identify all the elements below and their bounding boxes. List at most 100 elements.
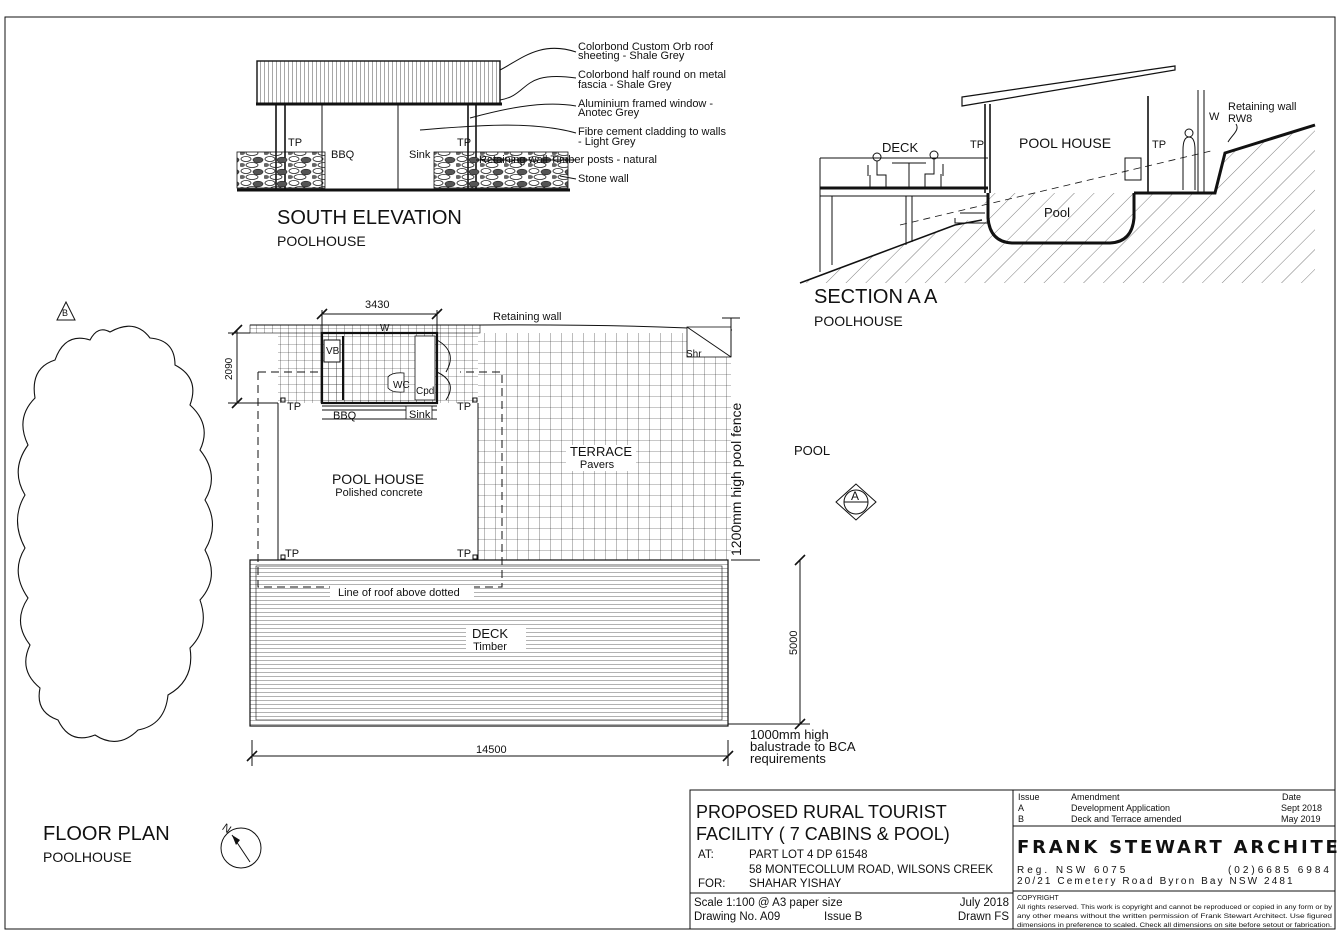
plan-wc-label: WC <box>393 380 410 391</box>
balustrade-line-3: requirements <box>750 751 826 766</box>
plan-tp-3: TP <box>285 548 299 560</box>
elev-sink-label: Sink <box>409 149 431 161</box>
plan-cpd-label: Cpd <box>416 386 434 397</box>
amend-a-text: Development Application <box>1071 803 1170 813</box>
note-1-line-2: sheeting - Shale Grey <box>578 50 685 62</box>
section-subtitle: POOLHOUSE <box>814 313 903 329</box>
note-4-line-1: Fibre cement cladding to walls <box>578 126 726 138</box>
amend-header-date: Date <box>1282 792 1301 802</box>
plan-tp-1: TP <box>287 401 301 413</box>
note-3-line-1: Aluminium framed window - <box>578 98 713 110</box>
plan-roof-line-note: Line of roof above dotted <box>338 587 460 599</box>
plan-retaining-wall: Retaining wall <box>493 311 561 323</box>
sheet-border <box>4 16 1336 930</box>
note-4-line-2: - Light Grey <box>578 136 636 148</box>
marker-a-label: A <box>851 489 859 503</box>
plan-pool-label: POOL <box>794 443 830 458</box>
plan-tp-4: TP <box>457 548 471 560</box>
elev-bbq-label: BBQ <box>331 149 355 161</box>
note-6: Stone wall <box>578 173 629 185</box>
south-elevation: TP BBQ Sink TP Colorbond Custom Orb roof… <box>236 41 726 249</box>
stone-wall-left <box>236 151 326 189</box>
dim-top: 3430 <box>365 299 389 311</box>
title-block: PROPOSED RURAL TOURIST FACILITY ( 7 CABI… <box>689 789 1340 930</box>
section-rw-label: RW8 <box>1228 113 1252 125</box>
amend-b-date: May 2019 <box>1281 814 1321 824</box>
dim-right: 5000 <box>788 631 800 655</box>
copyright-line-1: All rights reserved. This work is copyri… <box>1017 904 1333 911</box>
floor-plan-title: FLOOR PLAN <box>43 823 170 845</box>
plan-w-label: W <box>380 323 390 334</box>
project-line-2: FACILITY ( 7 CABINS & POOL) <box>696 824 950 844</box>
issue-label: Issue B <box>824 911 863 923</box>
dim-left: 2090 <box>224 357 235 380</box>
skillion-roof <box>961 65 1176 107</box>
plan-tp-2: TP <box>457 401 471 413</box>
deck-furniture <box>867 128 1196 190</box>
drawing-date: July 2018 <box>960 897 1009 909</box>
plan-pool-house-finish: Polished concrete <box>335 487 422 499</box>
firm-name: FRANK STEWART ARCHITECT <box>1017 837 1340 858</box>
dim-bottom: 14500 <box>476 744 507 756</box>
section-tp-right: TP <box>1152 139 1166 151</box>
section-tp-left: TP <box>970 139 984 151</box>
at-line-2: 58 MONTECOLLUM ROAD, WILSONS CREEK <box>749 864 993 876</box>
ground-hatch <box>800 125 1315 283</box>
copyright-line-3: dimensions in preference to scaled. Chec… <box>1017 922 1332 929</box>
drawn-by: Drawn FS <box>958 911 1009 923</box>
marker-b-label: B <box>62 308 68 318</box>
section-pool-label: Pool <box>1044 205 1070 220</box>
dimension-lines <box>228 308 810 766</box>
floor-plan-subtitle: POOLHOUSE <box>43 849 132 865</box>
project-line-1: PROPOSED RURAL TOURIST <box>696 802 947 822</box>
section-w-label: W <box>1209 111 1220 123</box>
note-5: Retaining wall Timber posts - natural <box>479 154 657 166</box>
note-2-line-2: fascia - Shale Grey <box>578 79 672 91</box>
section-a-a: DECK TP POOL HOUSE TP W Pool Retaining w… <box>799 65 1316 329</box>
balustrade-line-2: balustrade to BCA <box>750 739 856 754</box>
section-deck-label: DECK <box>882 140 918 155</box>
elevation-title: SOUTH ELEVATION <box>277 207 462 229</box>
firm-registration: Reg. NSW 6075 <box>1017 865 1128 876</box>
plan-terrace-finish: Pavers <box>580 459 615 471</box>
section-marker-a: A <box>835 483 877 521</box>
amend-header-amendment: Amendment <box>1071 792 1120 802</box>
roof-sheeting <box>256 60 501 105</box>
elevation-subtitle: POOLHOUSE <box>277 233 366 249</box>
north-label: N <box>220 822 233 836</box>
for-label: FOR: <box>698 878 725 890</box>
section-pool-house-label: POOL HOUSE <box>1019 135 1111 151</box>
plan-deck-finish: Timber <box>473 641 507 653</box>
firm-phone: (02)6685 6984 <box>1228 865 1332 876</box>
plan-pool-fence-label: 1200mm high pool fence <box>728 402 744 556</box>
section-retaining-wall: Retaining wall <box>1228 101 1296 113</box>
amend-a-date: Sept 2018 <box>1281 803 1322 813</box>
at-line-1: PART LOT 4 DP 61548 <box>749 849 867 861</box>
note-1-line-1: Colorbond Custom Orb roof <box>578 41 714 53</box>
tree-canopy <box>16 325 214 742</box>
plan-deck-label: DECK <box>472 626 508 641</box>
north-arrow: N <box>220 822 262 869</box>
stone-wall-right <box>433 151 569 189</box>
amend-a-issue: A <box>1018 803 1024 813</box>
copyright-line-2: any other means without the written perm… <box>1017 913 1332 920</box>
plan-bbq-label: BBQ <box>333 410 357 422</box>
copyright-title: COPYRIGHT <box>1017 895 1059 902</box>
plan-shr-label: Shr <box>686 349 702 360</box>
section-title: SECTION A A <box>814 286 938 308</box>
balustrade-line-1: 1000mm high <box>750 727 829 742</box>
note-3-line-2: Anotec Grey <box>578 107 640 119</box>
note-2-line-1: Colorbond half round on metal <box>578 69 726 81</box>
elev-tp-right: TP <box>457 137 471 149</box>
plan-terrace-label: TERRACE <box>570 444 632 459</box>
amend-header-issue: Issue <box>1018 792 1040 802</box>
at-label: AT: <box>698 849 714 861</box>
amend-b-issue: B <box>1018 814 1024 824</box>
plan-sink-label: Sink <box>409 409 431 421</box>
drawing-number: Drawing No. A09 <box>694 911 780 923</box>
plan-vb-label: VB <box>326 346 340 357</box>
scale-note: Scale 1:100 @ A3 paper size <box>694 897 843 909</box>
amend-b-text: Deck and Terrace amended <box>1071 814 1181 824</box>
firm-address: 20/21 Cemetery Road Byron Bay NSW 2481 <box>1017 876 1295 887</box>
